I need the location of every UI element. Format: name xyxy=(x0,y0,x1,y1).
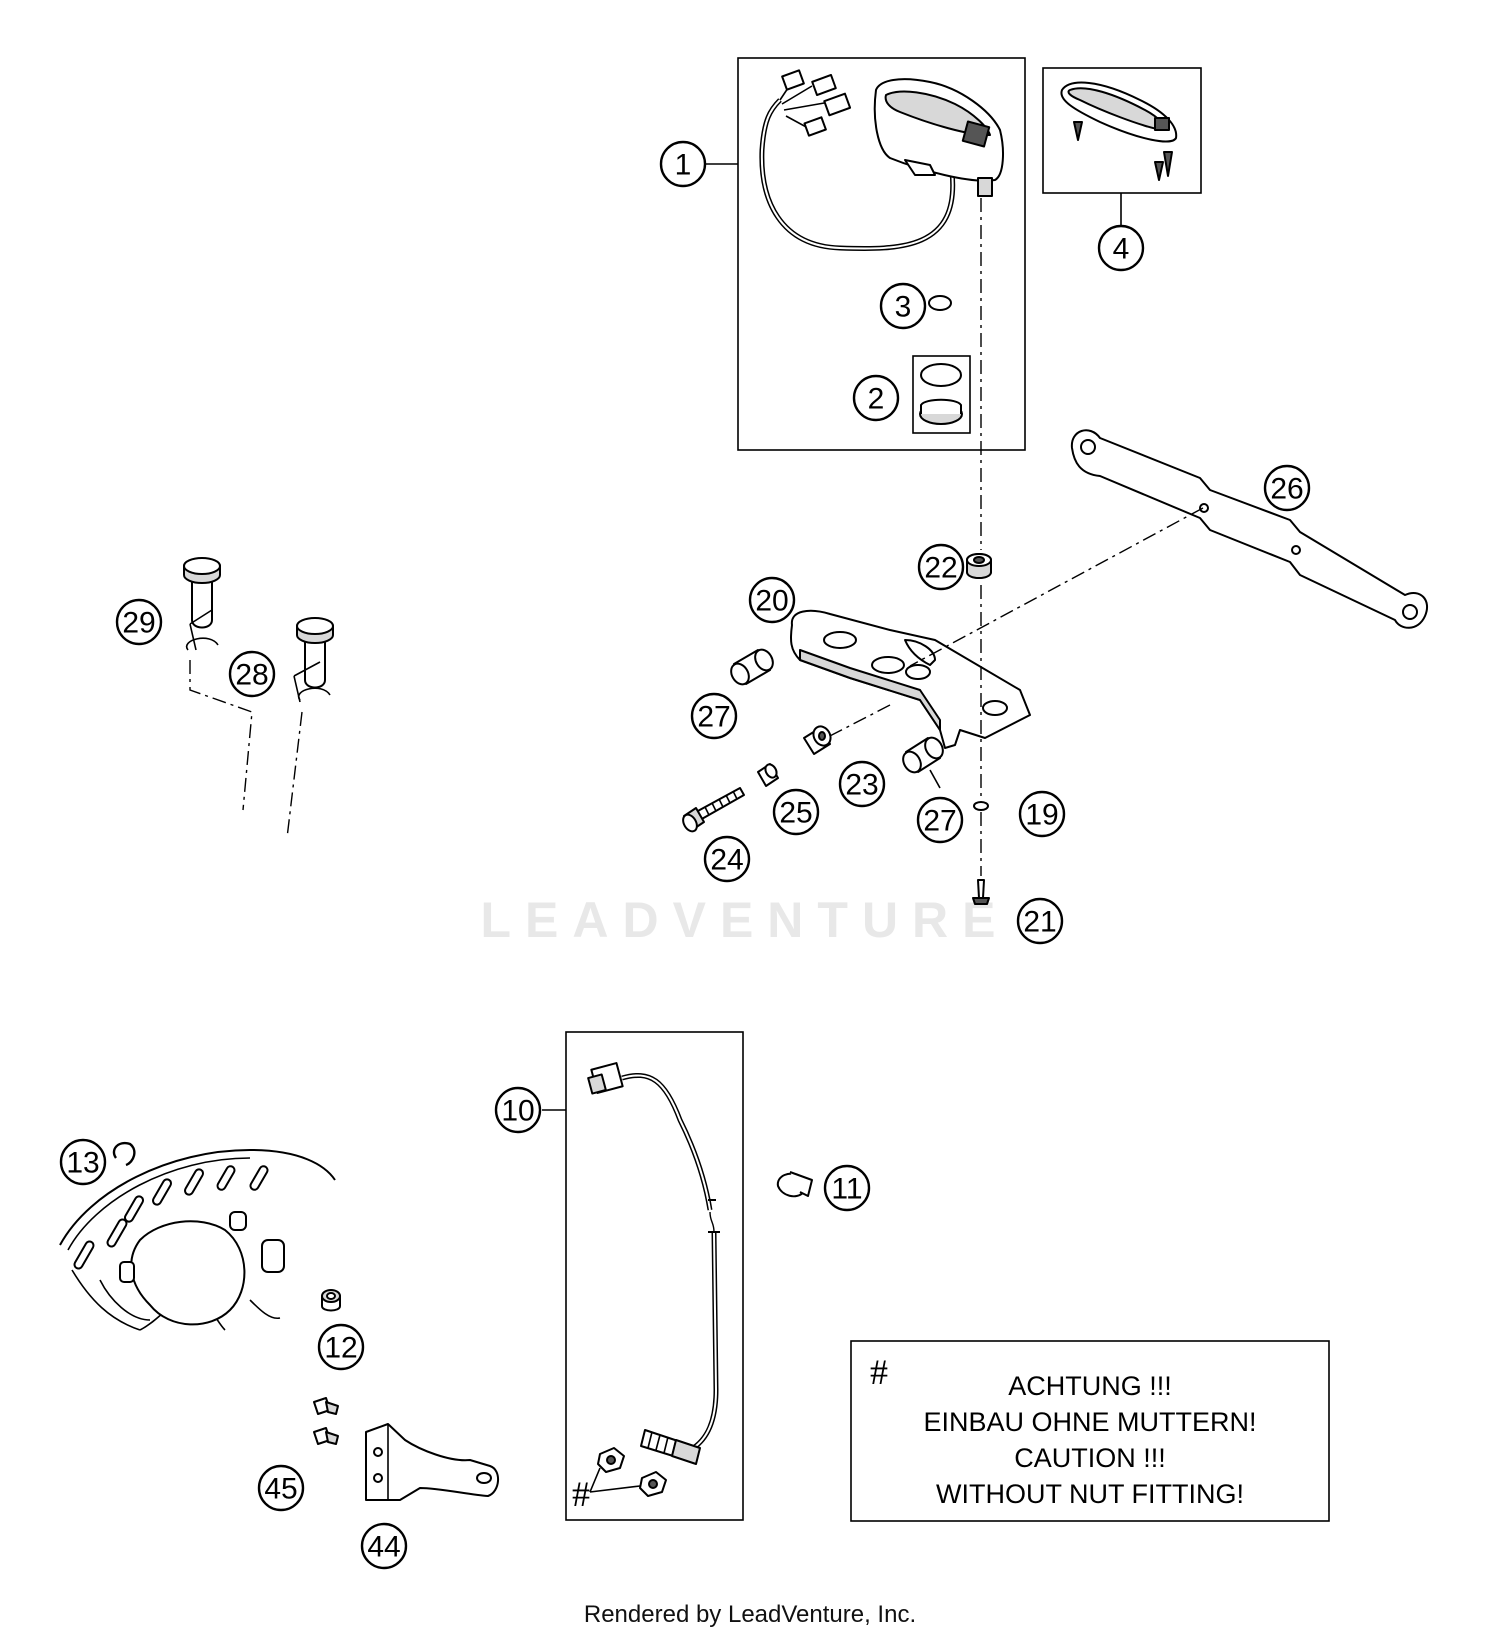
speed-sensor-10 xyxy=(587,1062,720,1465)
svg-text:10: 10 xyxy=(501,1095,534,1128)
svg-text:22: 22 xyxy=(924,552,957,585)
svg-text:29: 29 xyxy=(122,607,155,640)
holder-20 xyxy=(790,609,1031,749)
brake-disc xyxy=(59,1149,336,1331)
bracket-44 xyxy=(365,1423,499,1501)
assembly-line-bracket xyxy=(909,507,1204,667)
svg-text:1: 1 xyxy=(675,149,692,182)
note-hash-symbol: # xyxy=(870,1352,888,1392)
callout-13: 13 xyxy=(59,1138,107,1186)
svg-text:28: 28 xyxy=(235,659,268,692)
sleeve-25 xyxy=(757,763,779,787)
svg-text:25: 25 xyxy=(779,797,812,830)
sensor-kit-box xyxy=(565,1031,744,1521)
assembly-line-pin-28 xyxy=(286,711,303,839)
cover-cap-2 xyxy=(919,363,963,425)
callout-19: 19 xyxy=(1018,790,1066,838)
svg-text:13: 13 xyxy=(66,1147,99,1180)
svg-text:27: 27 xyxy=(697,701,730,734)
svg-text:23: 23 xyxy=(845,769,878,802)
callout-12: 12 xyxy=(317,1323,365,1371)
spacer-23 xyxy=(803,725,832,755)
svg-text:21: 21 xyxy=(1023,906,1056,939)
washer-19 xyxy=(973,801,989,811)
callout-27-right: 27 xyxy=(916,796,964,844)
svg-text:3: 3 xyxy=(895,291,912,324)
screws-45 xyxy=(313,1397,339,1445)
callout-28: 28 xyxy=(228,650,276,698)
assembly-line-pin-29 xyxy=(189,660,253,811)
callout-26: 26 xyxy=(1263,464,1311,512)
note-line-2: EINBAU OHNE MUTTERN! xyxy=(923,1407,1256,1437)
callout-24: 24 xyxy=(703,835,751,883)
bushing-12 xyxy=(321,1289,341,1312)
callout-22: 22 xyxy=(917,543,965,591)
callout-4: 4 xyxy=(1097,224,1145,272)
note-line-3: CAUTION !!! xyxy=(1014,1443,1166,1473)
callout-25: 25 xyxy=(772,788,820,836)
hash-marker: # xyxy=(572,1474,590,1514)
display-unit xyxy=(1060,81,1178,181)
callout-1: 1 xyxy=(659,140,707,188)
svg-text:20: 20 xyxy=(755,585,788,618)
assembly-line-spacer xyxy=(825,704,891,739)
cap-27-right xyxy=(902,736,944,774)
watermark: LEADVENTURE xyxy=(480,892,1009,948)
pin-28 xyxy=(296,617,334,701)
svg-text:44: 44 xyxy=(367,1531,400,1564)
svg-text:27: 27 xyxy=(923,805,956,838)
bracket-26 xyxy=(1070,429,1428,629)
screw-21 xyxy=(972,879,990,905)
callout-44: 44 xyxy=(360,1522,408,1570)
svg-text:26: 26 xyxy=(1270,473,1303,506)
svg-text:45: 45 xyxy=(264,1473,297,1506)
nuts xyxy=(597,1447,667,1497)
circlip-13 xyxy=(112,1141,136,1167)
cover-kit-box xyxy=(912,355,971,434)
callout-27-left: 27 xyxy=(690,692,738,740)
svg-text:4: 4 xyxy=(1113,233,1130,266)
footer-credit: Rendered by LeadVenture, Inc. xyxy=(584,1601,916,1628)
note-line-1: ACHTUNG !!! xyxy=(1008,1371,1172,1401)
svg-text:19: 19 xyxy=(1025,799,1058,832)
callout-21: 21 xyxy=(1016,897,1064,945)
svg-text:2: 2 xyxy=(868,383,885,416)
cap-27-left xyxy=(730,648,774,686)
callout-10: 10 xyxy=(494,1086,542,1134)
display-kit-box xyxy=(1042,67,1202,194)
callout-20: 20 xyxy=(748,576,796,624)
pin-29 xyxy=(183,557,221,651)
callout-29: 29 xyxy=(115,598,163,646)
leader-lines xyxy=(189,163,1122,1111)
caution-note-box xyxy=(850,1340,1330,1522)
callout-3: 3 xyxy=(879,282,927,330)
speedometer-assembly xyxy=(759,69,1004,252)
callout-45: 45 xyxy=(257,1464,305,1512)
hash-leader xyxy=(589,1467,641,1493)
washer-3 xyxy=(928,295,952,311)
bolt-24 xyxy=(682,787,745,833)
svg-text:11: 11 xyxy=(831,1173,862,1206)
callout-23: 23 xyxy=(838,760,886,808)
svg-text:24: 24 xyxy=(710,844,743,877)
callout-11: 11 xyxy=(823,1164,871,1212)
note-line-4: WITHOUT NUT FITTING! xyxy=(936,1479,1244,1509)
damper-22 xyxy=(966,553,992,579)
speedometer-kit-box xyxy=(737,57,1026,451)
svg-text:12: 12 xyxy=(324,1332,357,1365)
clip-11 xyxy=(776,1171,813,1198)
callout-2: 2 xyxy=(852,374,900,422)
